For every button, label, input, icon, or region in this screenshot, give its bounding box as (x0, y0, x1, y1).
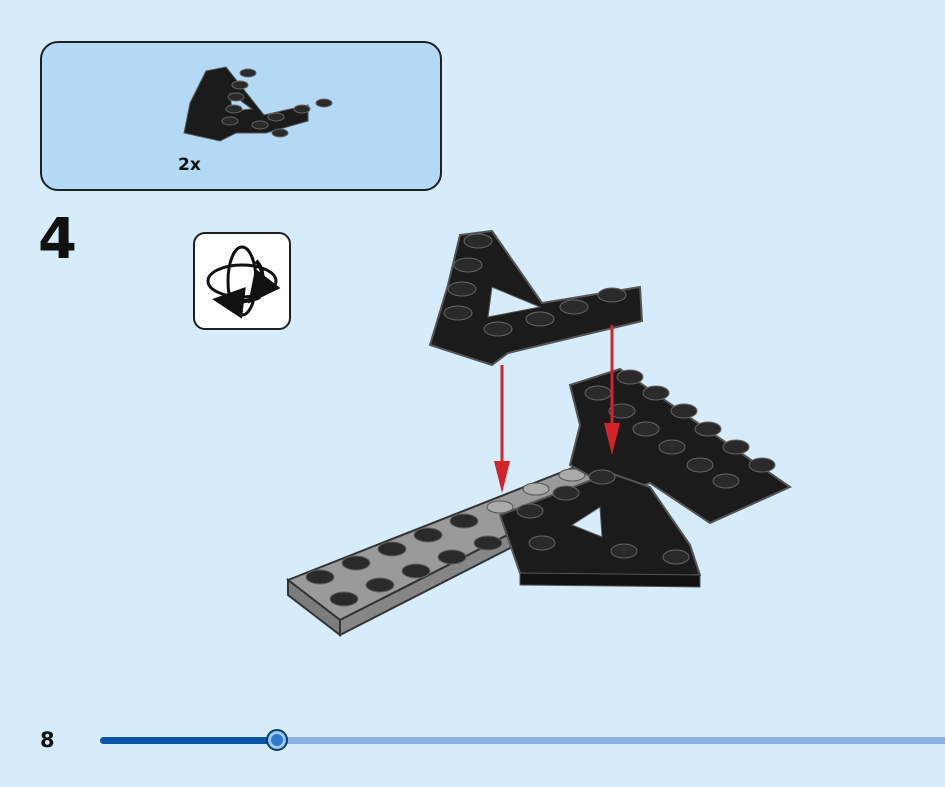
step-number: 4 (38, 207, 77, 272)
page-number: 8 (40, 728, 55, 752)
rotate-model-icon (206, 245, 281, 319)
build-step-illustration (285, 229, 793, 638)
placement-arrows (494, 325, 620, 493)
black-wedge-plate-icon (183, 66, 333, 142)
placed-wedge-plate (498, 367, 793, 588)
part-quantity: 2x (178, 155, 201, 175)
rotate-indicator (193, 232, 291, 330)
progress-bar (100, 726, 945, 756)
progress-knob (266, 729, 288, 751)
progress-fill (100, 737, 277, 744)
parts-callout: 2x (40, 41, 442, 191)
new-wedge-plate (428, 229, 644, 367)
progress-track (100, 737, 945, 744)
